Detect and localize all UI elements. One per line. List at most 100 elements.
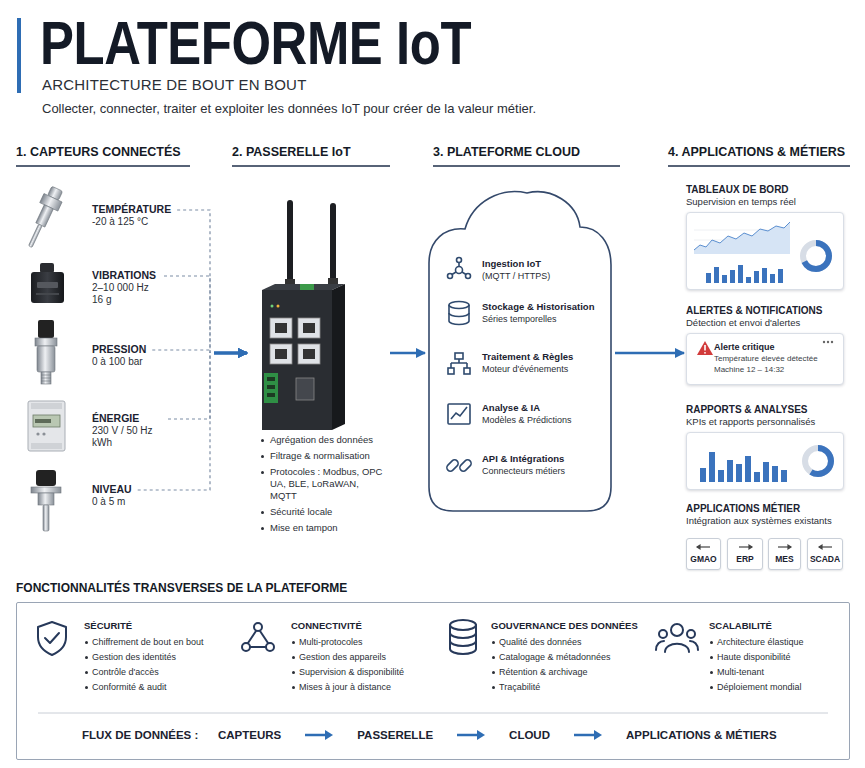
card-subtitle: Détection et envoi d'alertes — [686, 317, 822, 329]
level-sensor — [38, 493, 54, 505]
dashboard-chart — [722, 275, 727, 283]
feature-heading: CONNECTIVITÉ — [291, 619, 404, 633]
cloud-icon — [451, 359, 467, 368]
gateway-device — [270, 344, 292, 364]
card-subtitle: Supervision en temps réel — [686, 196, 796, 208]
report-chart — [700, 448, 831, 482]
feature-icon — [242, 643, 250, 651]
flow-slot: PASSERELLE — [357, 728, 433, 742]
alert-icon — [697, 341, 713, 355]
gateway-device — [287, 200, 293, 284]
label-wrap: 3. PLATEFORME CLOUD — [433, 145, 580, 160]
feature-item: Architecture élastique — [709, 635, 804, 650]
title-wrap: PLATEFORME IoT — [40, 12, 566, 74]
sensor-range: 0 à 100 bar — [92, 356, 146, 368]
pressure-sensor — [41, 381, 51, 382]
cloud-icon — [448, 274, 453, 279]
accent-bar — [17, 18, 21, 93]
connector — [164, 276, 247, 353]
label-wrap: 1. CAPTEURS CONNECTÉS — [16, 145, 181, 160]
card-title: TABLEAUX DE BORD — [686, 183, 796, 196]
pressure-sensor — [41, 378, 51, 379]
feature-item: Chiffrement de bout en bout — [84, 635, 203, 650]
cloud-shape: Ingestion IoT(MQTT / HTTPS)Stockage & Hi… — [427, 185, 613, 513]
energy-meter — [31, 403, 62, 409]
dashboard-chart — [706, 273, 711, 283]
feature-item: Haute disponibilité — [709, 650, 804, 665]
gateway-device — [300, 284, 314, 290]
connector-arrow — [615, 352, 684, 355]
cloud-icon — [449, 305, 469, 325]
connector — [152, 350, 247, 353]
service-item: Ingestion IoT(MQTT / HTTPS) — [482, 257, 550, 282]
report-chart — [700, 468, 706, 482]
flow-arrow — [305, 729, 333, 741]
cloud-icon — [466, 274, 471, 279]
system-name: ERP — [728, 554, 762, 565]
dashboard-chart — [754, 271, 759, 283]
sensor-item: VIBRATIONS2–10 000 Hz 16 g — [88, 267, 162, 308]
service-detail: Modèles & Prédictions — [482, 414, 572, 426]
connector — [615, 353, 684, 354]
vibration-sensor — [36, 293, 59, 295]
alert-icon — [704, 352, 706, 354]
cloud-icon — [449, 302, 469, 309]
system-chip: SCADA — [807, 538, 843, 570]
panel-heading: FONCTIONNALITÉS TRANSVERSES DE LA PLATEF… — [16, 581, 347, 596]
gateway-device — [264, 373, 278, 403]
gateway-device — [271, 305, 274, 308]
flow-arrow — [305, 734, 326, 737]
label-wrap: 2. PASSERELLE IoT — [232, 145, 351, 160]
sensor-item: PRESSION0 à 100 bar — [88, 341, 150, 370]
alert-card: ALERTES & NOTIFICATIONSDétection et envo… — [686, 333, 844, 385]
sensor-range: 230 V / 50 Hz kWh — [92, 425, 162, 449]
connector-arrow — [214, 352, 247, 355]
connector-dashed — [168, 353, 210, 419]
vibration-sensor — [40, 263, 54, 273]
system-chip: GMAO — [686, 538, 721, 570]
alert-icon — [827, 341, 829, 343]
dashboard-chart — [694, 222, 790, 250]
data-flow-row: FLUX DE DONNÉES : CAPTEURS PASSERELLE CL… — [82, 728, 777, 742]
gateway-device — [275, 323, 287, 333]
tagline: Collecter, connecter, traiter et exploit… — [42, 101, 536, 117]
feature-item: Traçabilité — [491, 680, 638, 695]
alert-detail: Machine 12 – 14:32 — [714, 364, 839, 375]
energy-meter — [36, 432, 39, 435]
connector-dashed — [138, 353, 210, 490]
gateway-device — [267, 377, 275, 381]
report-chart — [700, 452, 787, 482]
feature-item: Filtrage & normalisation — [260, 450, 388, 462]
system-name: GMAO — [687, 554, 720, 565]
feature-icon — [450, 633, 476, 638]
gateway-device — [296, 378, 314, 400]
service-name: Analyse & IA — [482, 401, 572, 414]
temperature-sensor — [36, 205, 54, 227]
feature-item: Multi-protocoles — [291, 635, 404, 650]
energy-meter — [35, 419, 51, 423]
connector-dashed — [177, 210, 210, 353]
sensor-item: TEMPÉRATURE-20 à 125 °C — [88, 201, 175, 230]
service-name: Ingestion IoT — [482, 257, 550, 270]
report-chart — [718, 470, 724, 482]
gateway-device — [270, 318, 292, 338]
feature-item: Supervision & disponibilité — [291, 665, 404, 680]
connector — [177, 210, 247, 353]
card-heading: TABLEAUX DE BORDSupervision en temps rée… — [686, 183, 796, 208]
gateway-device — [332, 284, 345, 430]
feature-column: GOUVERNANCE DES DONNÉESQualité des donné… — [491, 619, 638, 695]
dashboard-chart — [803, 243, 829, 269]
feature-icon — [656, 641, 664, 650]
service-detail: Moteur d'événements — [482, 363, 573, 375]
report-chart — [709, 452, 715, 482]
pressure-sensor — [38, 320, 54, 338]
label-wrap: Collecter, connecter, traiter et exploit… — [42, 101, 536, 117]
level-sensor — [31, 470, 61, 531]
feature-icon — [671, 624, 683, 636]
feature-icon — [690, 641, 698, 650]
gateway-device — [267, 393, 275, 397]
flow-arrow — [594, 730, 602, 740]
feature-item: Conformité & audit — [84, 680, 203, 695]
sensor-name: TEMPÉRATURE — [92, 203, 171, 216]
vibration-sensor — [31, 272, 64, 303]
